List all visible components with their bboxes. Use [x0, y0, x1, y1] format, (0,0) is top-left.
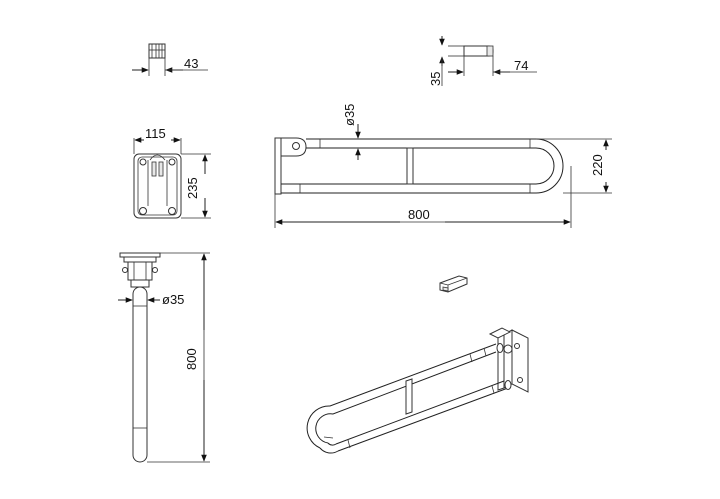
grab-rail-top-view: ø35 220 800 [274, 104, 612, 228]
clip-isometric-view [439, 275, 468, 293]
plate-height-dimension: 235 [185, 177, 200, 199]
grab-rail-side-view: ø35 800 [118, 252, 210, 463]
rail-length-side-dimension: 800 [184, 348, 199, 370]
rail-length-top-dimension: 800 [408, 207, 430, 222]
tube-diameter-side-dimension: ø35 [162, 292, 184, 307]
clip-length-dimension: 74 [514, 58, 528, 73]
clip-front-view: 43 [132, 43, 208, 76]
clip-side-view: 35 74 [428, 36, 537, 86]
tube-diameter-top-dimension: ø35 [342, 104, 357, 126]
plate-width-dimension: 115 [145, 126, 166, 141]
clip-height-dimension: 35 [428, 72, 443, 86]
wall-plate-front-view: 115 235 [133, 126, 211, 219]
clip-width-dimension: 43 [184, 56, 198, 71]
grab-rail-isometric-view [306, 327, 529, 454]
rail-height-dimension: 220 [590, 154, 605, 176]
